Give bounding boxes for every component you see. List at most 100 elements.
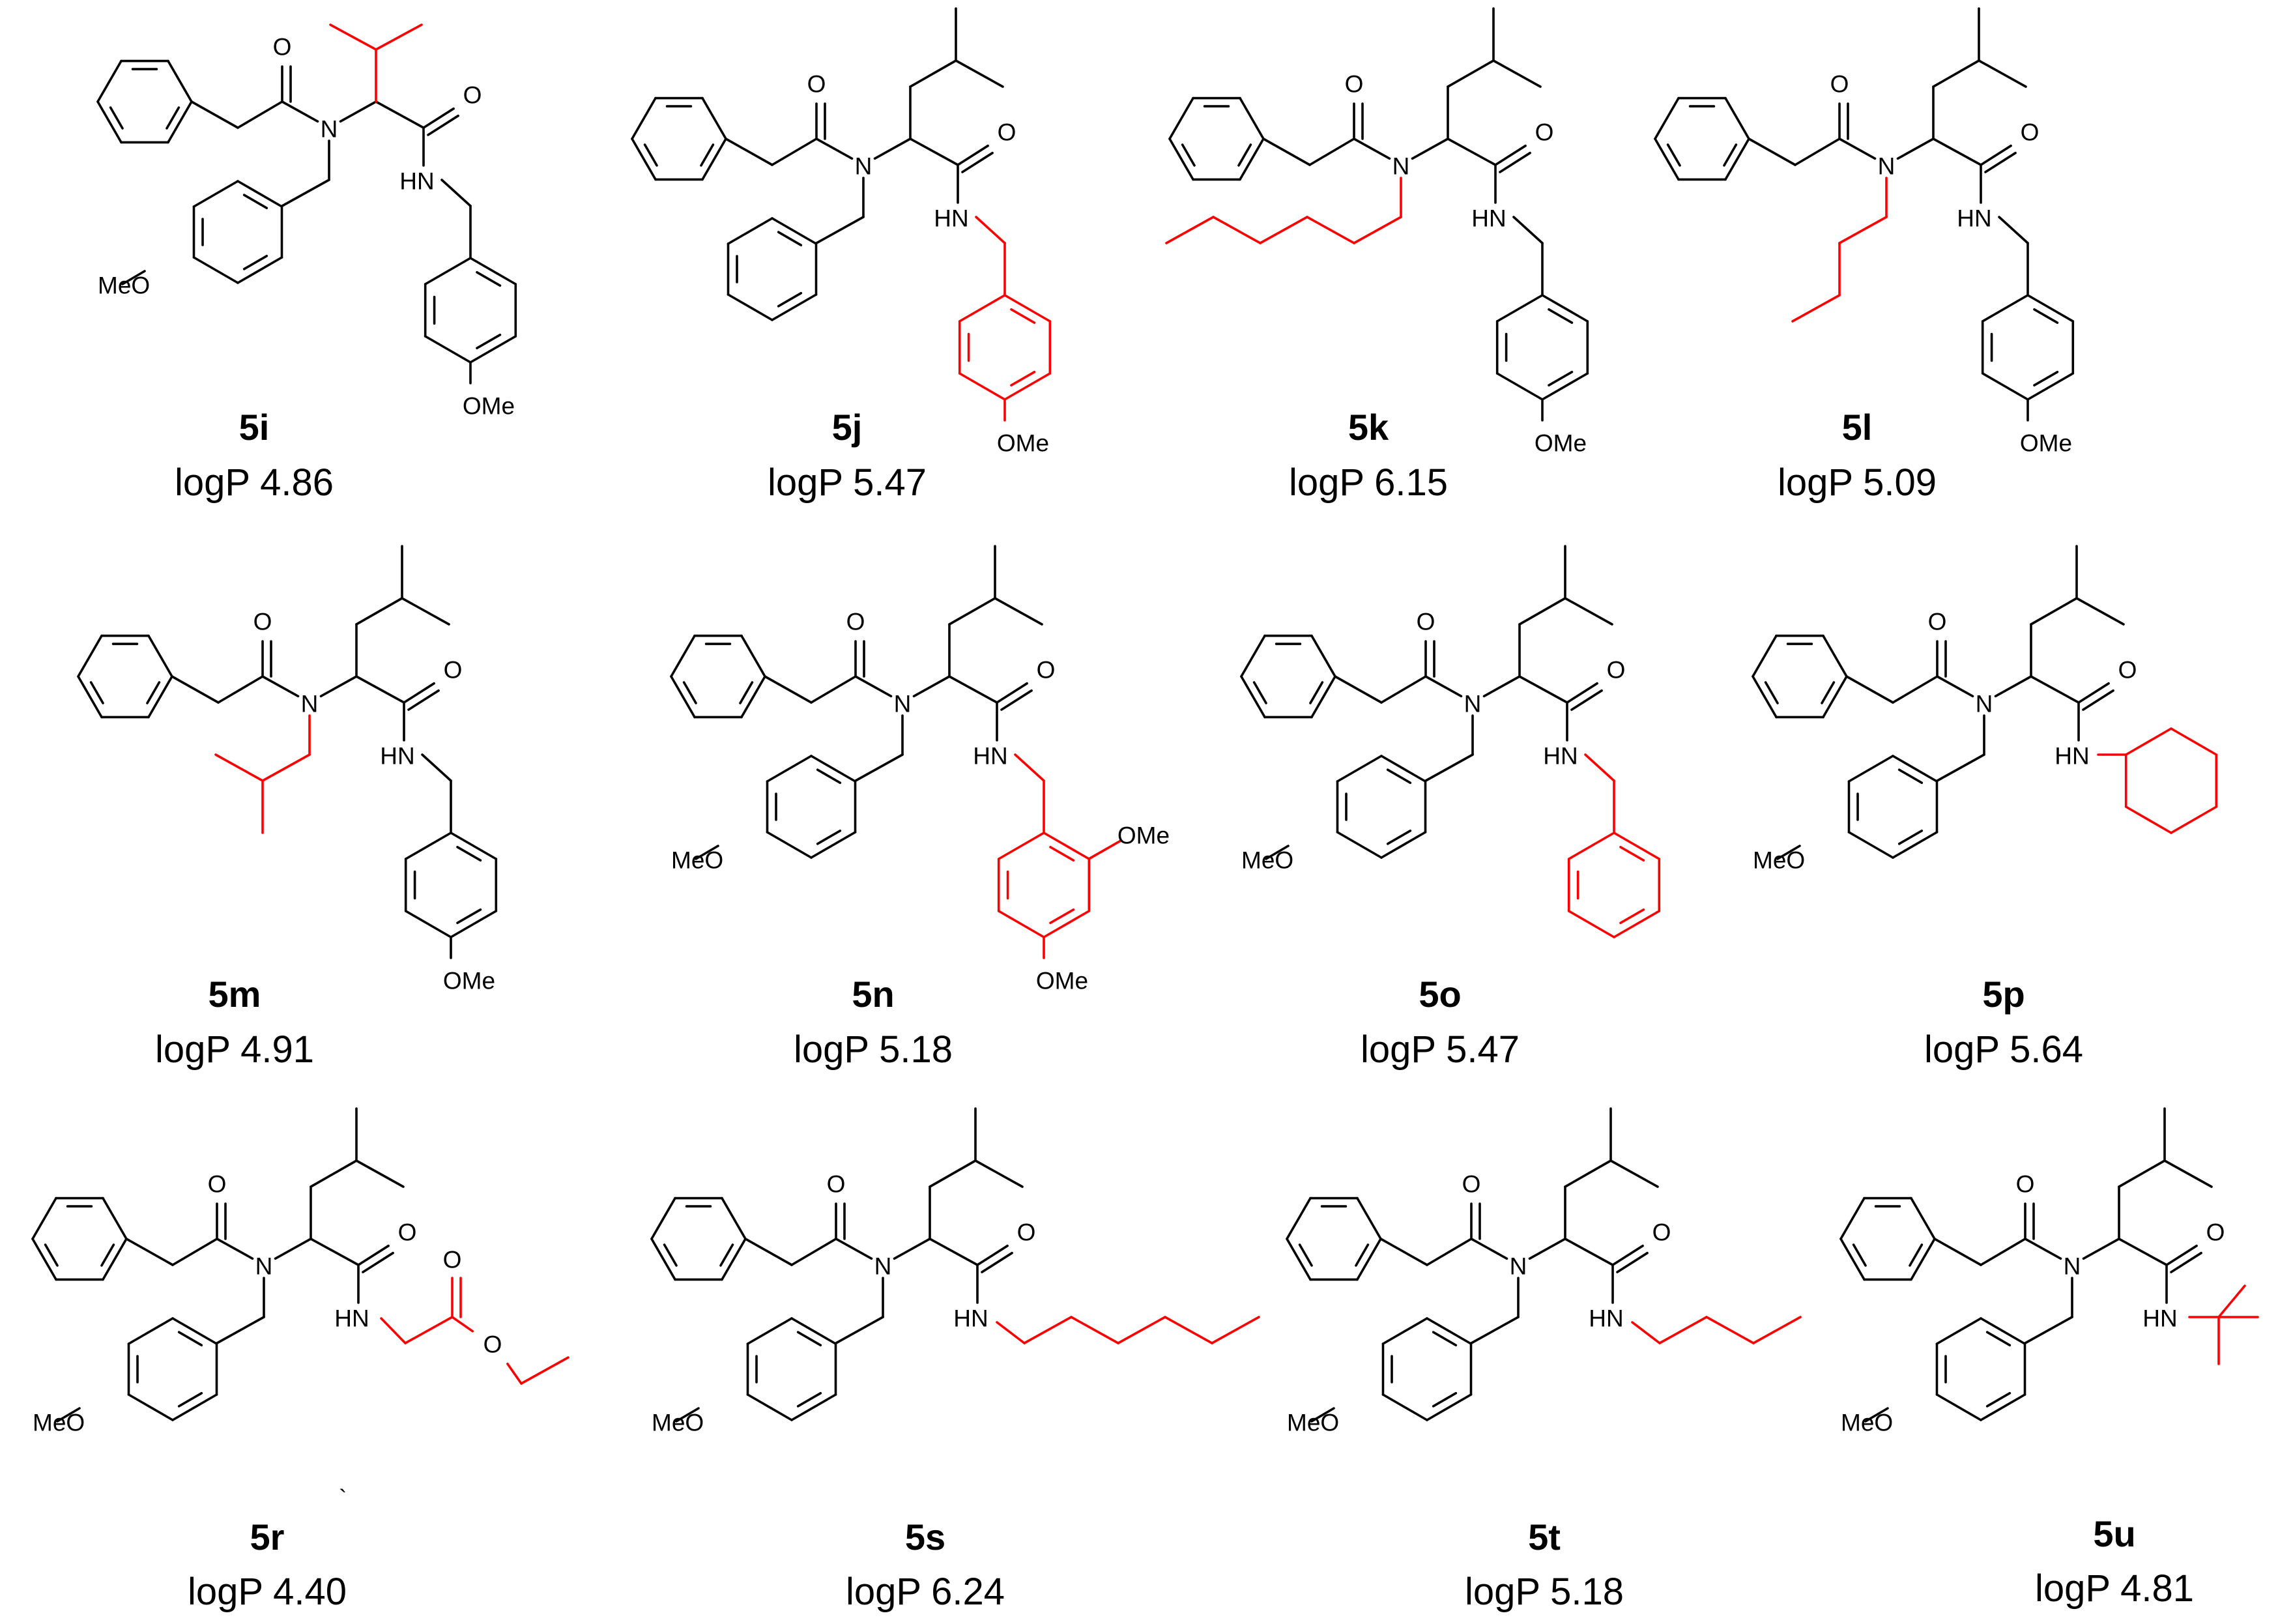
stray-mark: ` [339, 1485, 347, 1512]
bond [974, 1159, 1024, 1188]
bond [2170, 727, 2218, 756]
bond [1776, 845, 1801, 860]
bond [1985, 1391, 2011, 1408]
bond [929, 1159, 977, 1188]
bond [127, 1317, 174, 1345]
bond [237, 180, 283, 208]
bond [171, 1238, 218, 1266]
bond [1981, 294, 2029, 323]
bond [2033, 308, 2059, 325]
bond [997, 832, 1045, 860]
bond [421, 753, 452, 782]
bond [1426, 1238, 1473, 1266]
bond [329, 23, 377, 51]
bond [1070, 1316, 1119, 1344]
bond [1609, 1159, 1659, 1188]
atom-label-o: O [1652, 1219, 1671, 1246]
bond [1356, 1238, 1382, 1281]
bond [1386, 829, 1412, 845]
bond [261, 675, 300, 698]
bond [721, 1196, 747, 1240]
bond [192, 256, 239, 284]
atom-label-n: N [1976, 691, 1993, 718]
bond [700, 143, 715, 167]
bond [771, 138, 818, 166]
bond [1482, 675, 1521, 698]
bond [147, 675, 173, 719]
compound-number: 5n [852, 974, 894, 1015]
bond [1936, 675, 1974, 698]
atom-label-o: O [807, 71, 826, 98]
bond [996, 682, 1028, 704]
bond [1212, 216, 1262, 244]
logp-value: logP 5.18 [1465, 1571, 1624, 1613]
bond [1355, 1243, 1370, 1267]
atom-label-meo: MeO [1841, 1410, 1893, 1436]
bond [440, 179, 472, 207]
logp-value: logP 6.24 [846, 1571, 1005, 1613]
bond [339, 100, 377, 123]
compound-number: 5o [1419, 974, 1461, 1015]
bond [981, 1251, 1013, 1273]
bond [100, 1243, 115, 1267]
atom-label-hn: HN [973, 743, 1007, 770]
compound-number: 5p [1982, 974, 2025, 1015]
bond [1892, 831, 1939, 859]
bond [450, 910, 498, 938]
bond [764, 675, 813, 704]
bond [1518, 675, 1568, 704]
bond [1978, 59, 2027, 88]
bond [1794, 138, 1841, 166]
atom-label-o: O [1017, 1219, 1036, 1246]
bond [237, 256, 283, 284]
bond [744, 1238, 793, 1266]
bond [2024, 1316, 2073, 1344]
atom-label-ome: OMe [1036, 968, 1088, 994]
bond [1548, 308, 1574, 325]
bond [1613, 910, 1661, 938]
bond [1724, 96, 1750, 140]
bond [1864, 1407, 1889, 1423]
bond [2170, 1251, 2202, 1273]
bond [727, 293, 773, 321]
bond [1495, 372, 1544, 401]
bond [1619, 908, 1645, 925]
bond [815, 216, 865, 244]
bond [237, 100, 283, 129]
bond [1181, 143, 1196, 167]
bond [1286, 1238, 1312, 1281]
bond [1936, 753, 1985, 782]
compound-number: 5t [1528, 1516, 1561, 1558]
atom-label-meo: MeO [98, 272, 150, 299]
logp-value: logP 5.47 [1361, 1028, 1520, 1071]
bond [873, 138, 912, 160]
bond [357, 1244, 390, 1266]
atom-label-o: O [1607, 657, 1626, 684]
bond [1512, 216, 1544, 244]
bond [31, 1238, 57, 1281]
logp-value: logP 4.91 [155, 1028, 314, 1071]
bond [1286, 1196, 1312, 1240]
bond [1495, 294, 1544, 323]
compound-number: 5j [832, 407, 863, 448]
bonds [1839, 1107, 2259, 1423]
bond [1379, 1238, 1428, 1266]
bond [102, 1196, 128, 1240]
bond [746, 1317, 793, 1345]
bond [816, 829, 842, 845]
bond [1380, 675, 1427, 704]
bond [1380, 831, 1427, 859]
atom-label-o: O [2021, 119, 2040, 146]
bond [663, 1243, 678, 1267]
bond [701, 96, 727, 140]
